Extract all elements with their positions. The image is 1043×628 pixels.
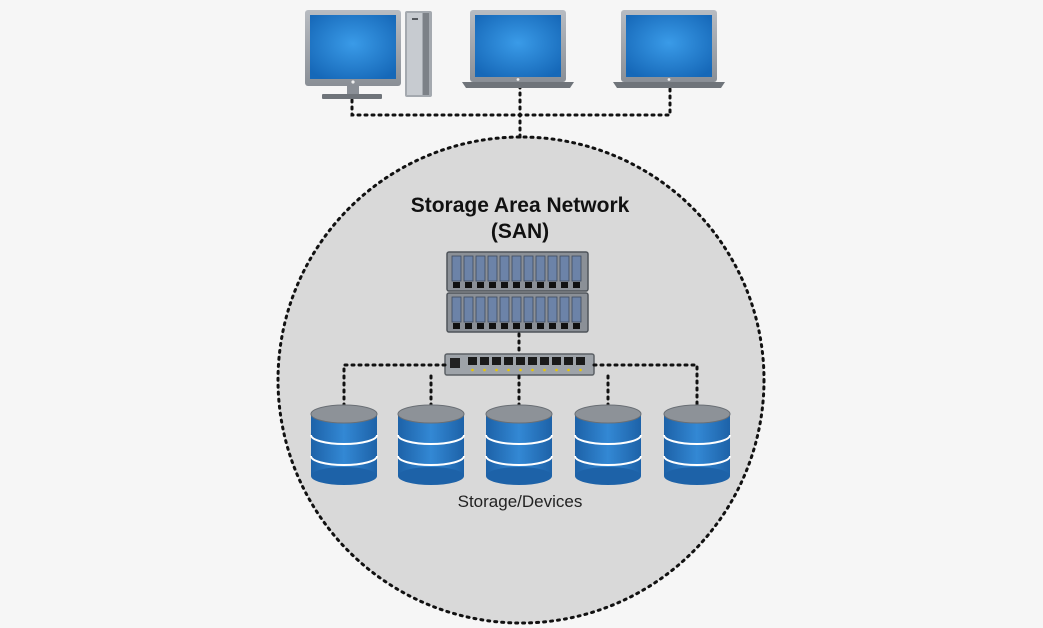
server-rack-group: [446, 251, 589, 333]
laptop-icon: [613, 10, 725, 88]
switch-port: [540, 357, 549, 365]
database-icon: [310, 404, 378, 485]
storage-devices-group: [310, 404, 731, 485]
server-rack-icon: [446, 292, 589, 333]
laptop-icon: [462, 10, 574, 88]
port-led: [483, 368, 486, 372]
port-led: [507, 368, 510, 372]
switch-port: [576, 357, 585, 365]
diagram-title: Storage Area Network: [410, 194, 630, 217]
port-led: [519, 368, 522, 372]
database-icon: [397, 404, 465, 485]
diagram-subtitle: (SAN): [490, 220, 550, 243]
switch-port: [492, 357, 501, 365]
switch-port: [528, 357, 537, 365]
database-icon: [485, 404, 553, 485]
database-icon: [663, 404, 731, 485]
server-rack-icon: [446, 251, 589, 292]
switch-port: [504, 357, 513, 365]
switch-port: [552, 357, 561, 365]
desktop-computer-icon: [305, 10, 432, 99]
port-led: [495, 368, 498, 372]
port-led: [531, 368, 534, 372]
client-connectors: [350, 84, 672, 142]
switch-port: [468, 357, 477, 365]
switch-port: [564, 357, 573, 365]
port-led: [567, 368, 570, 372]
san-boundary-circle: [276, 135, 766, 625]
port-led: [471, 368, 474, 372]
storage-caption: Storage/Devices: [457, 492, 583, 511]
port-led: [555, 368, 558, 372]
storage-connectors: [342, 363, 699, 408]
database-icon: [574, 404, 642, 485]
switch-port: [516, 357, 525, 365]
switch-port: [480, 357, 489, 365]
port-led: [543, 368, 546, 372]
network-switch-icon: [444, 353, 595, 376]
port-led: [579, 368, 582, 372]
